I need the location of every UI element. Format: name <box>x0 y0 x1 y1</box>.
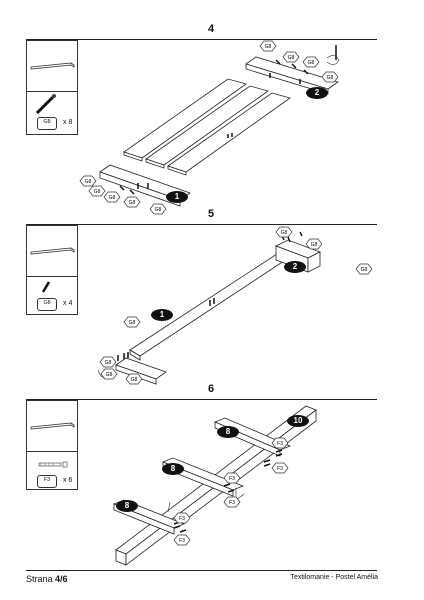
step-4-tool-tag: G8 <box>37 117 57 130</box>
hex-tag-label: G8 <box>131 377 138 383</box>
hex-tag-label: G8 <box>327 75 334 81</box>
hex-tag-label: G8 <box>129 320 136 326</box>
screw-icon <box>35 94 56 115</box>
footer-page-label: Strana <box>26 574 53 584</box>
step-6-number: 6 <box>208 383 215 395</box>
badge-ellipse <box>306 87 328 99</box>
step-6-badge-8b: 8 <box>170 464 176 473</box>
footer-rule <box>26 570 377 571</box>
step-5-tool-qty: x 4 <box>63 300 73 307</box>
step-4-number: 4 <box>208 23 215 35</box>
step-4-toolbox: G8 x 8 <box>26 40 78 135</box>
screw-icon <box>41 281 51 293</box>
step-4-badge-2: 2 <box>314 88 320 97</box>
step-6-tool-tag: F3 <box>37 475 57 488</box>
step-5-part-preview <box>27 226 77 277</box>
step-6-part-preview <box>27 401 77 452</box>
slat-part-icon <box>30 422 75 430</box>
hex-tag-label: F3 <box>229 500 235 506</box>
step-5-rule <box>26 224 377 225</box>
slat-part-icon <box>30 62 75 70</box>
hex-tag-label: G8 <box>308 60 315 66</box>
hex-tag-label: G8 <box>361 267 368 273</box>
step-5-tool-tag: G8 <box>37 298 57 311</box>
footer-page-value: 4/6 <box>55 574 68 584</box>
step-5-number: 5 <box>208 208 215 220</box>
hex-tag-label: G8 <box>85 179 92 185</box>
hex-tag-label: G8 <box>281 230 288 236</box>
hex-tag-label: G8 <box>265 44 272 50</box>
hex-tag-label: F3 <box>229 476 235 482</box>
hex-tags-step4 <box>79 40 339 215</box>
badge-ellipse <box>166 191 188 203</box>
hex-tag-label: F3 <box>179 516 185 522</box>
step-4-part-preview <box>27 41 77 92</box>
step-6-badge-10: 10 <box>293 416 303 425</box>
hex-tag-label: G8 <box>94 189 101 195</box>
step-6-badge-8a: 8 <box>225 427 231 436</box>
step-5-badge-2: 2 <box>292 262 298 271</box>
footer-page-number: Strana 4/6 <box>26 574 68 584</box>
step-4-rule <box>26 39 377 40</box>
hex-tag-label: F3 <box>179 538 185 544</box>
step-6-toolbox: F3 x 6 <box>26 400 78 490</box>
hex-tag-label: F3 <box>277 441 283 447</box>
hex-tag-label: G8 <box>288 55 295 61</box>
step-6-badge-8c: 8 <box>124 501 130 510</box>
step-4-badge-1: 1 <box>174 192 180 201</box>
hex-tag-label: F3 <box>277 466 283 472</box>
step-4-tool-qty: x 8 <box>63 119 73 126</box>
hex-tag-label: G8 <box>129 200 136 206</box>
bolt-icon <box>38 461 68 468</box>
hex-tag-label: G8 <box>105 360 112 366</box>
hex-tag-label: G8 <box>106 372 113 378</box>
slat-part-icon <box>30 247 75 255</box>
step-5-toolbox: G8 x 4 <box>26 225 78 315</box>
step-6-tool-qty: x 6 <box>63 477 73 484</box>
step-5-badge-1: 1 <box>159 310 165 319</box>
step-6-rule <box>26 399 377 400</box>
footer-brand: Textilomanie - Postel Amélia <box>290 574 378 581</box>
hex-tag-label: G8 <box>109 195 116 201</box>
hex-tag-label: G8 <box>311 242 318 248</box>
hex-tag-label: G8 <box>155 207 162 213</box>
